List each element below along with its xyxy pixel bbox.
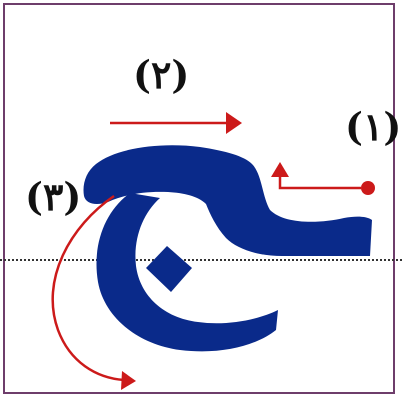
jeem-dot: [146, 246, 192, 292]
step-1-label: (١): [345, 104, 402, 149]
step2-arrow: [110, 112, 242, 134]
arrow-up-icon: [271, 162, 289, 177]
writing-baseline: [0, 259, 402, 261]
jeem-bowl: [96, 193, 278, 352]
letter-jeem: [83, 145, 372, 352]
curved-arrow-icon: [121, 371, 136, 390]
step3-arrow: [51, 194, 136, 390]
step-3-label: (٣): [25, 174, 82, 219]
step1-path: [278, 176, 361, 190]
step-2-label: (٢): [133, 52, 190, 97]
dot-icon: [361, 181, 375, 195]
step3-path: [51, 194, 125, 382]
jeem-top-stroke: [83, 145, 372, 256]
step1-arrow: [271, 162, 375, 195]
diagram-frame: [3, 3, 395, 394]
arrow-right-icon: [226, 112, 242, 134]
